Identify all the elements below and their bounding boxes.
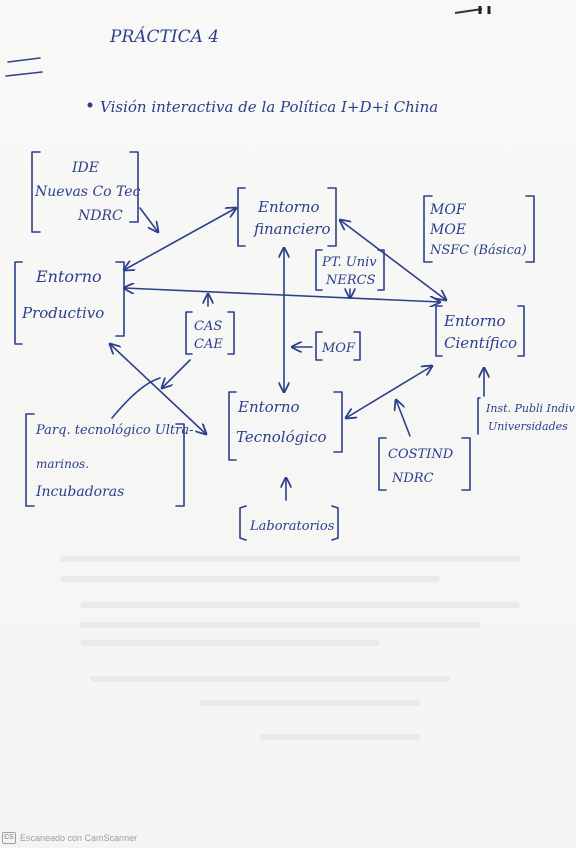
tecnologico-label-1: Entorno [237, 398, 300, 416]
arrow-cas-down [162, 359, 191, 388]
financiero-bracket-left [237, 187, 246, 247]
edge-financiero-productivo [124, 208, 236, 270]
labs-bracket-right [331, 505, 339, 541]
productivo-bracket-right [115, 261, 125, 337]
ide-bracket-left [31, 151, 41, 233]
pt-univ-line-2: NERCS [325, 273, 376, 288]
financiero-bracket-right [327, 187, 337, 247]
margin-mark-1 [7, 57, 41, 63]
cientifico-label-1: Entorno [443, 312, 506, 330]
pt-univ-line-1: PT. Univ [321, 255, 377, 270]
mof-bracket-left [315, 331, 323, 361]
ide-line-2: Nuevas Co Tec [34, 184, 141, 200]
mof-moe-bracket-right [525, 195, 535, 263]
mof-label: MOF [321, 341, 356, 356]
page-subtitle: Visión interactiva de la Política I+D+i … [100, 98, 438, 116]
labs-bracket-left [239, 505, 247, 541]
arrow-costind-up [396, 400, 411, 437]
edge-cientifico-tecnologico [346, 366, 432, 418]
edge-productivo-cientifico [124, 288, 440, 302]
arrow-ide-to-productivo [139, 207, 158, 232]
parq-line-3: Incubadoras [35, 484, 124, 500]
ide-line-3: NDRC [77, 208, 123, 224]
page-title: PRÁCTICA 4 [109, 26, 219, 47]
mof-bracket-right [353, 331, 361, 361]
camscanner-logo-icon: CS [2, 832, 16, 844]
tecnologico-bracket-right [333, 391, 343, 453]
financiero-label-2: financiero [253, 220, 331, 238]
productivo-label-1: Entorno [35, 267, 102, 286]
ide-line-1: IDE [71, 160, 99, 176]
edge-productivo-tecnologico [110, 344, 206, 434]
cientifico-label-2: Científico [444, 334, 517, 352]
inst-line-2: Universidades [488, 420, 568, 433]
costind-line-1: COSTIND [388, 447, 454, 462]
mof-moe-line-3: NSFC (Básica) [429, 243, 527, 258]
costind-bracket-right [461, 437, 471, 491]
cientifico-bracket-left [435, 305, 443, 357]
tecnologico-bracket-left [228, 391, 237, 461]
mof-moe-line-1: MOF [429, 202, 467, 218]
costind-line-2: NDRC [391, 471, 434, 486]
inst-line-1: Inst. Publi Indiv [485, 402, 576, 415]
productivo-bracket-left [14, 261, 23, 345]
parq-bracket-left [25, 413, 35, 507]
parq-line-2: marinos. [36, 457, 89, 471]
margin-mark-2 [5, 71, 43, 77]
productivo-label-2: Productivo [21, 304, 104, 322]
bullet-dot [87, 102, 93, 108]
inst-bracket-left [477, 397, 481, 435]
cas-line-2: CAE [194, 337, 223, 352]
cientifico-bracket-right [517, 305, 525, 357]
pt-univ-bracket-right [377, 249, 385, 291]
top-edge-mark [454, 8, 483, 14]
parq-line-1: Parq. tecnológico Ultra- [35, 423, 194, 438]
labs-label: Laboratorios [249, 519, 335, 534]
scanner-footer-text: Escaneado con CamScanner [20, 833, 138, 843]
cas-bracket-right [227, 311, 235, 355]
mof-moe-line-2: MOE [429, 222, 466, 238]
scanner-footer: CS Escaneado con CamScanner [2, 831, 137, 845]
tecnologico-label-2: Tecnológico [236, 428, 326, 446]
costind-bracket-left [378, 437, 387, 491]
bleed-through-marks [60, 556, 520, 740]
cas-bracket-left [185, 311, 193, 355]
cas-line-1: CAS [194, 319, 222, 334]
financiero-label-1: Entorno [257, 198, 320, 216]
